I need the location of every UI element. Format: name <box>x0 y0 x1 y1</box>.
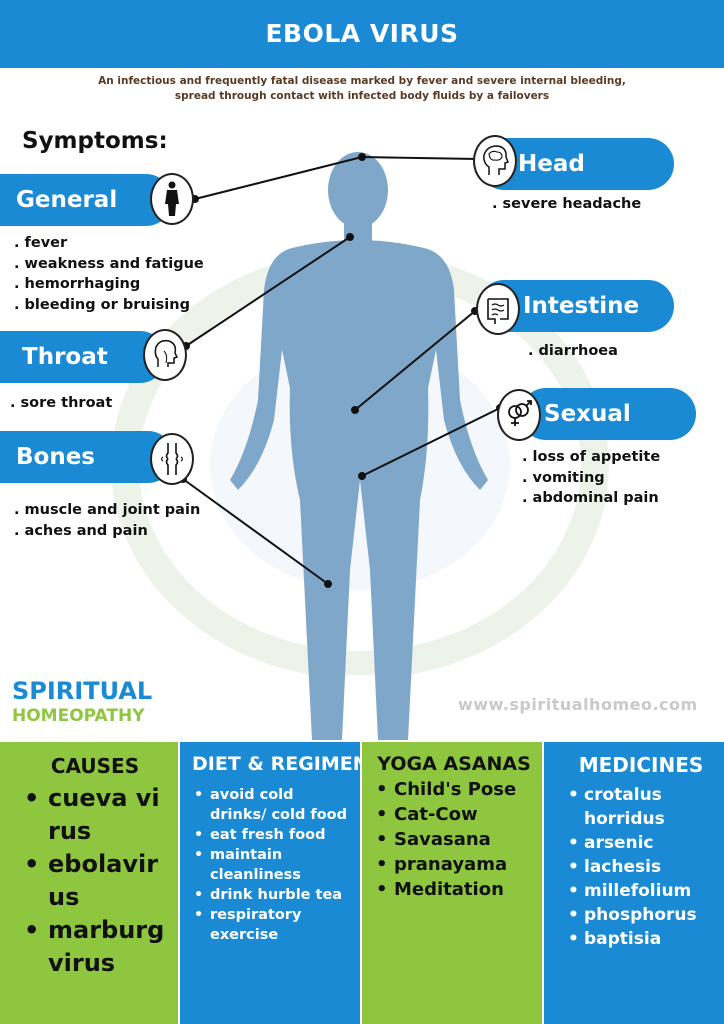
human-body-icon <box>150 173 194 225</box>
list-item: . diarrhoea <box>528 343 618 359</box>
bones-symptom-list: . muscle and joint pain . aches and pain <box>14 500 200 541</box>
list-item: . bleeding or bruising <box>14 296 190 313</box>
general-label: General <box>16 187 118 213</box>
sexual-label-pill: Sexual <box>520 388 696 440</box>
list-item: . fever <box>14 235 68 251</box>
throat-label: Throat <box>22 344 108 370</box>
sexual-symptom-list: . loss of appetite . vomiting . abdomina… <box>522 447 660 509</box>
diet-regimen-column: DIET & REGIMEN avoid cold drinks/ cold f… <box>180 742 369 1024</box>
list-item: respiratory exercise <box>192 905 350 945</box>
medicines-title: MEDICINES <box>578 753 704 777</box>
general-label-pill: General <box>0 174 172 226</box>
list-item: ebolavirus <box>22 848 168 914</box>
page-title: EBOLA VIRUS <box>0 0 724 68</box>
yoga-asanas-title: YOGA ASANAS <box>377 753 531 775</box>
subtitle: An infectious and frequently fatal disea… <box>98 75 626 102</box>
diet-regimen-title: DIET & REGIMEN <box>192 753 369 775</box>
head-symptom-list: . severe headache <box>492 194 641 215</box>
list-item: eat fresh food <box>192 825 350 845</box>
list-item: baptisia <box>566 927 716 951</box>
yoga-asanas-column: YOGA ASANAS Child's Pose Cat-Cow Savasan… <box>362 742 542 1024</box>
brain-head-icon <box>473 135 517 187</box>
list-item: . muscle and joint pain <box>14 502 201 518</box>
bones-label-pill: Bones <box>0 431 174 483</box>
list-item: . weakness and fatigue <box>14 255 204 272</box>
bones-label: Bones <box>16 444 95 470</box>
list-item: Meditation <box>374 877 534 902</box>
brand-line-spiritual: SPIRITUAL <box>12 677 153 705</box>
list-item: . aches and pain <box>14 522 148 539</box>
sexual-label: Sexual <box>544 401 631 427</box>
list-item: . sore throat <box>10 395 113 411</box>
list-item: drink hurble tea <box>192 885 350 905</box>
list-item: . abdominal pain <box>522 490 659 506</box>
list-item: . hemorrhaging <box>14 276 141 292</box>
list-item: crotalus horridus <box>566 783 716 831</box>
list-item: maintain cleanliness <box>192 845 350 885</box>
throat-label-pill: Throat <box>0 331 166 383</box>
medicines-column: MEDICINES crotalus horridus arsenic lach… <box>544 742 724 1024</box>
list-item: . vomiting <box>522 469 605 486</box>
list-item: phosphorus <box>566 903 716 927</box>
brand-line-homeopathy: HOMEOPATHY <box>12 706 145 726</box>
intestine-label: Intestine <box>523 293 640 319</box>
causes-title: CAUSES <box>50 754 140 778</box>
list-item: Child's Pose <box>374 777 534 802</box>
knee-joint-icon <box>150 433 194 485</box>
causes-column: CAUSES cueva virus ebolavirus marburg vi… <box>0 742 178 1024</box>
list-item: Cat-Cow <box>374 802 534 827</box>
list-item: . loss of appetite <box>522 449 661 465</box>
general-symptom-list: . fever . weakness and fatigue . hemorrh… <box>14 233 204 315</box>
head-label: Head <box>518 151 585 177</box>
website-url[interactable]: www.spiritualhomeo.com <box>458 695 698 714</box>
list-item: Savasana <box>374 827 534 852</box>
list-item: lachesis <box>566 855 716 879</box>
list-item: millefolium <box>566 879 716 903</box>
symptoms-heading: Symptoms: <box>22 128 168 154</box>
gender-symbols-icon <box>497 389 541 441</box>
list-item: avoid cold drinks/ cold food <box>192 785 350 825</box>
list-item: cueva virus <box>22 782 168 848</box>
human-body-silhouette <box>230 152 488 740</box>
list-item: marburg virus <box>22 914 168 980</box>
head-throat-icon <box>143 329 187 381</box>
intestine-icon <box>476 283 520 335</box>
list-item: pranayama <box>374 852 534 877</box>
throat-symptom-list: . sore throat <box>10 393 112 414</box>
intestine-symptom-list: . diarrhoea <box>528 341 618 362</box>
list-item: . severe headache <box>492 196 642 212</box>
list-item: arsenic <box>566 831 716 855</box>
